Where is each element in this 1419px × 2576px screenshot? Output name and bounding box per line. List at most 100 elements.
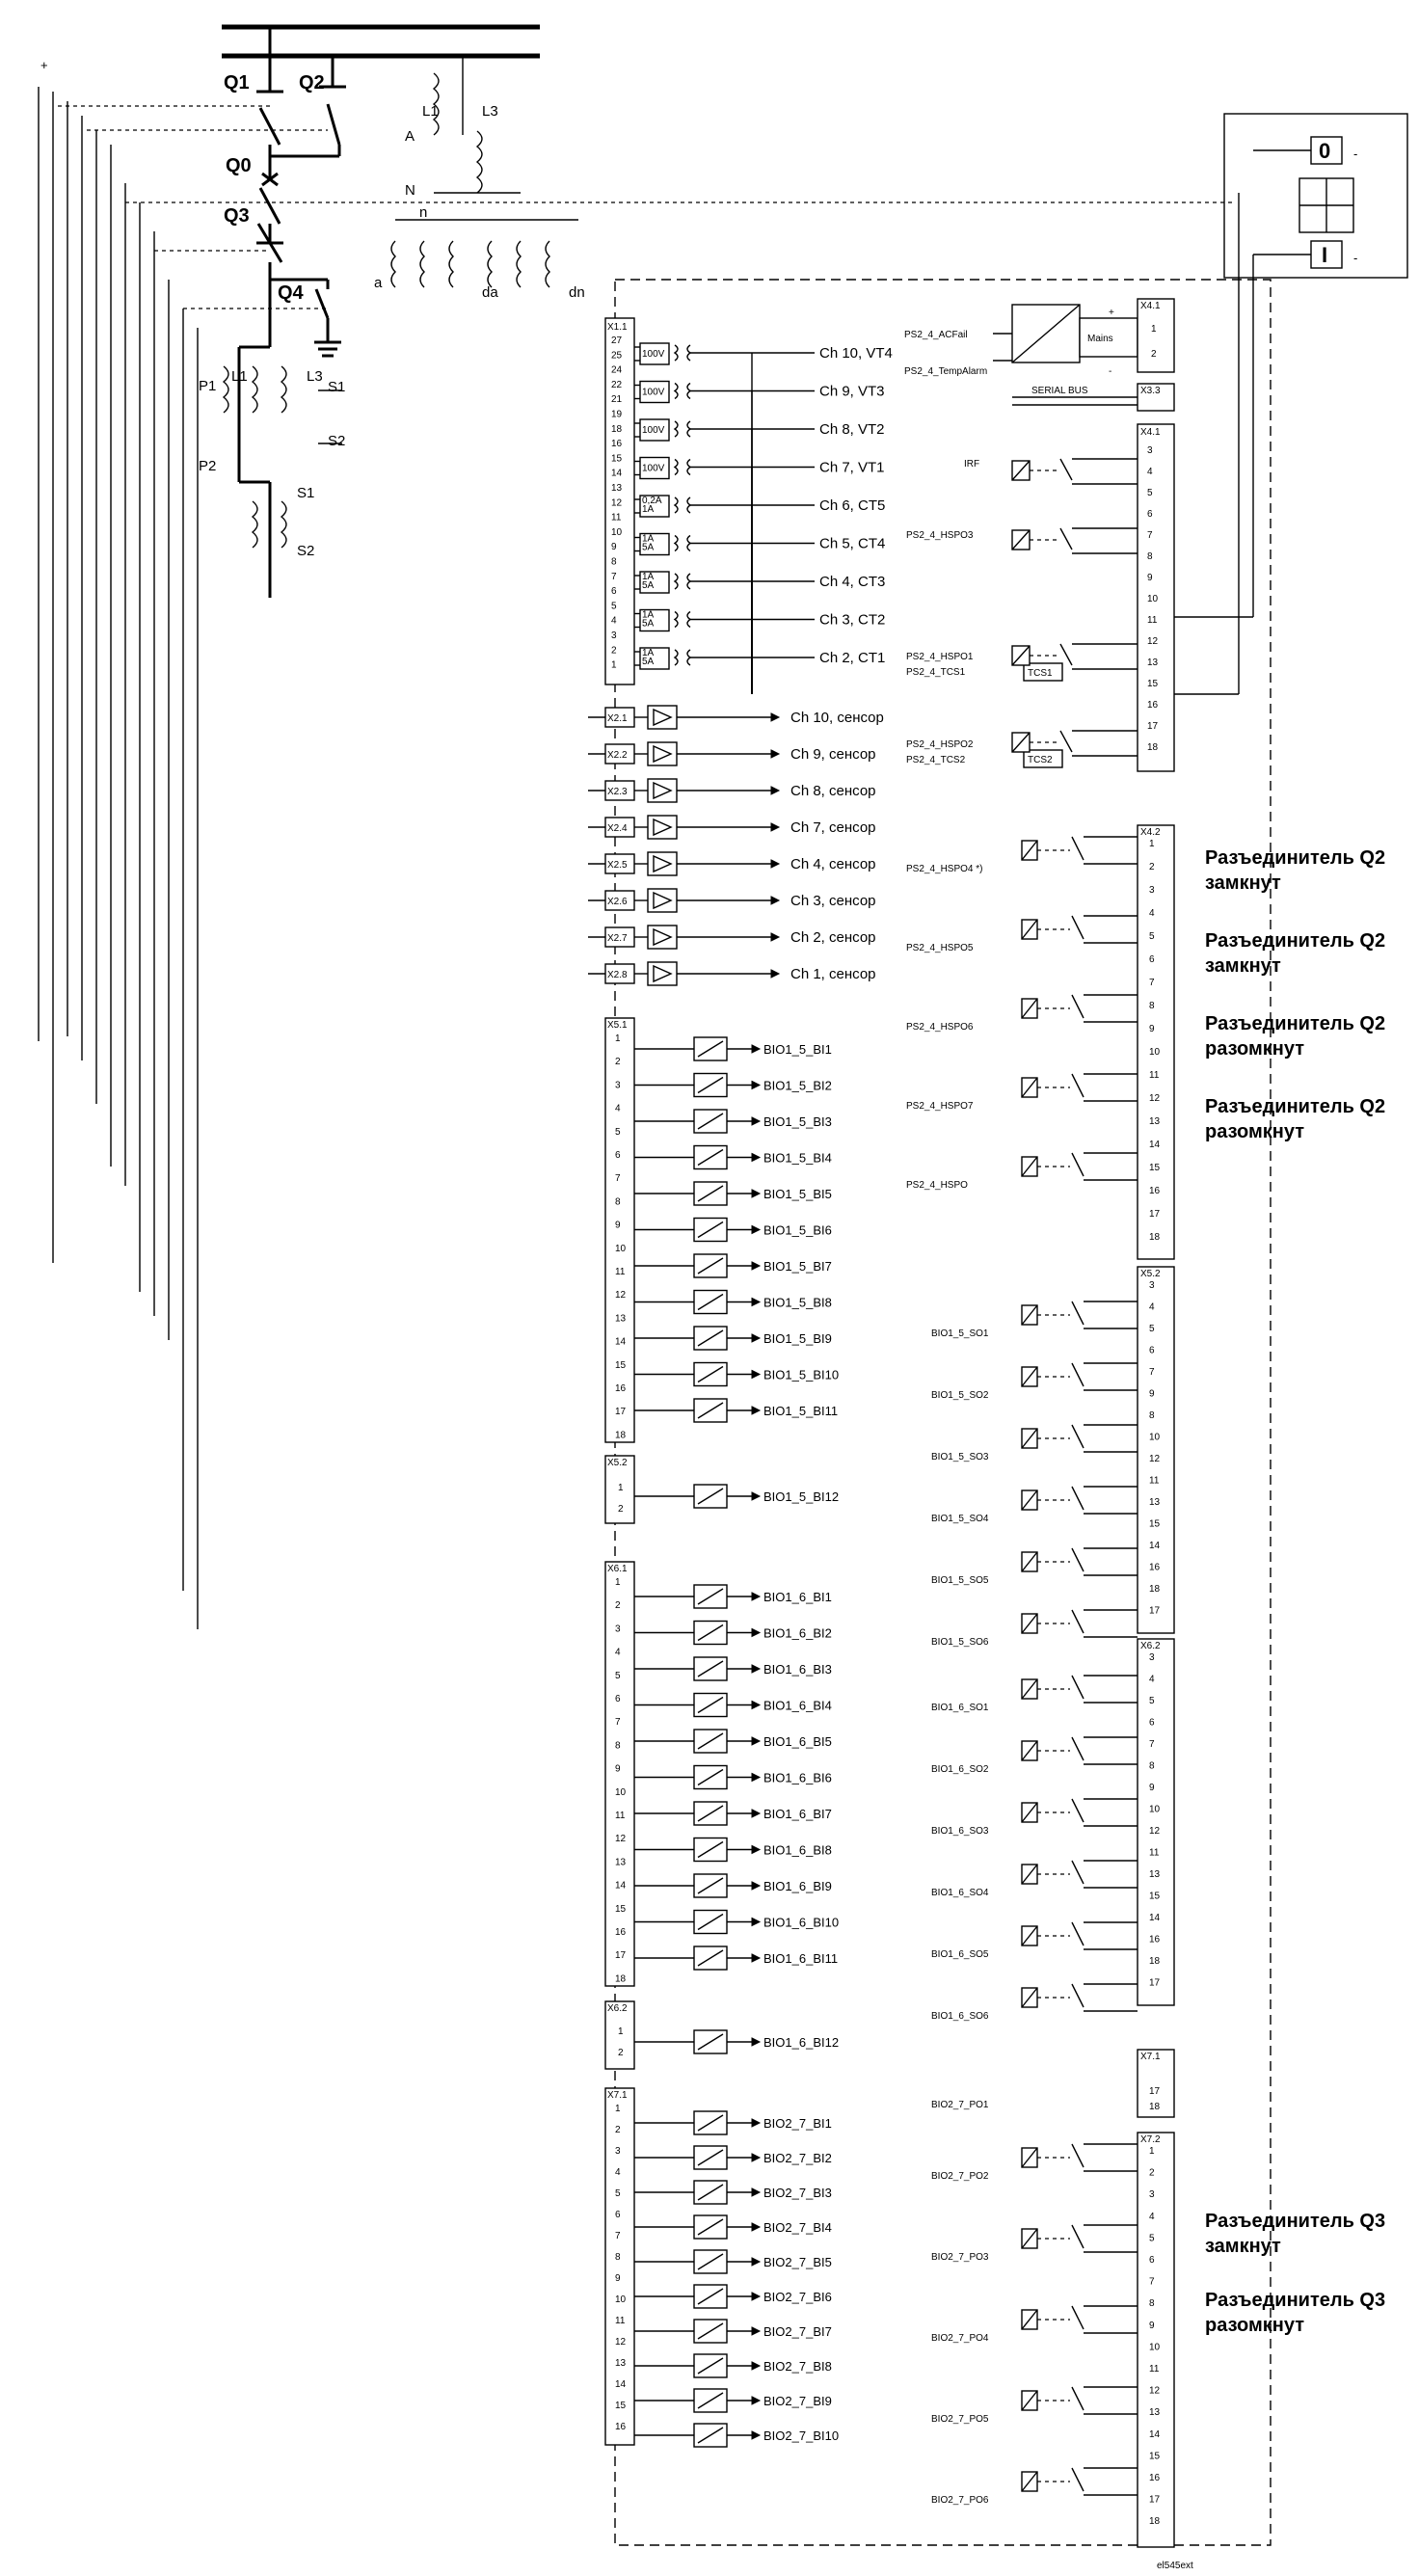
binary-input-label: BIO1_5_BI5 (763, 1187, 832, 1201)
terminal-pin-6: 6 (1149, 954, 1155, 965)
binary-input-label: BIO1_6_BI4 (763, 1699, 832, 1713)
ct-s1-bot: S1 (297, 485, 314, 501)
rating-label: 1A (642, 648, 655, 658)
tempalarm-label: PS2_4_TempAlarm (904, 366, 987, 377)
terminal-pin-2: 2 (615, 1600, 621, 1611)
hspo3-label: PS2_4_HSPO3 (906, 530, 974, 541)
terminal-pin-8: 8 (1149, 1410, 1155, 1421)
terminal-pin-15: 15 (1149, 1163, 1161, 1173)
terminal-pin-12: 12 (1149, 2386, 1161, 2397)
terminal-pin-5: 5 (615, 1127, 621, 1138)
terminal-pin-9: 9 (1149, 2321, 1155, 2331)
terminal-pin-5: 5 (1149, 1696, 1155, 1706)
relay-output-label: BIO1_6_SO2 (931, 1764, 989, 1775)
terminal-pin-18: 18 (1149, 1956, 1161, 1967)
terminal-pin-3: 3 (1147, 445, 1153, 456)
binary-input-label: BIO1_5_BI6 (763, 1223, 832, 1238)
sensor-label: Ch 10, сенсор (790, 710, 884, 726)
x71b-output: BIO2_7_PO1 (931, 2100, 989, 2110)
optocoupler-box (693, 1620, 728, 1646)
binary-input-label: BIO1_6_BI12 (763, 2035, 839, 2050)
terminal-pin-9: 9 (1149, 1389, 1155, 1400)
binary-input-label: BIO1_5_BI10 (763, 1368, 839, 1382)
sensor-connector-label: X2.2 (607, 750, 628, 761)
optocoupler-box (693, 1484, 728, 1509)
terminal-pin-6: 6 (611, 586, 617, 597)
control-switch: 0 I - - (1174, 113, 1408, 695)
terminal-pin-22: 22 (611, 380, 623, 390)
terminal-pin-18: 18 (1149, 2516, 1161, 2527)
supply-rails: + (38, 58, 1234, 1629)
terminal-pin-15: 15 (615, 2401, 627, 2411)
figure-code: el545ext (1157, 2561, 1193, 2571)
terminal-pin-13: 13 (1149, 1116, 1161, 1127)
binary-input-label: BIO1_5_BI8 (763, 1296, 832, 1310)
terminal-pin-13: 13 (615, 1313, 627, 1324)
line-vt: n a da dn (374, 204, 585, 301)
terminal-pin-4: 4 (615, 1104, 621, 1114)
terminal-pin-4: 4 (1147, 467, 1153, 477)
terminal-pin-10: 10 (1147, 594, 1159, 604)
binary-input-label: BIO1_6_BI5 (763, 1734, 832, 1749)
binary-input-label: BIO2_7_BI8 (763, 2359, 832, 2374)
sensor-label: Ch 8, сенсор (790, 783, 876, 799)
disconnector-note: разомкнут (1205, 1121, 1304, 1142)
acfail-label: PS2_4_ACFail (904, 330, 968, 340)
terminal-pin-8: 8 (615, 1196, 621, 1207)
terminal-pin-13: 13 (615, 2358, 627, 2369)
terminal-pin-8: 8 (1149, 1001, 1155, 1011)
terminal-pin-14: 14 (611, 469, 623, 479)
terminal-pin-3: 3 (1149, 885, 1155, 896)
x52b-title: X5.2 (1140, 1269, 1161, 1279)
binary-input-label: BIO1_6_BI11 (763, 1951, 838, 1966)
relay-output-label: BIO1_6_SO3 (931, 1826, 989, 1837)
terminal-pin-10: 10 (1149, 1047, 1161, 1058)
relay-output-label: PS2_4_HSPO7 (906, 1101, 974, 1112)
terminal-pin-16: 16 (615, 1927, 627, 1938)
binary-input-label: BIO1_6_BI3 (763, 1662, 832, 1677)
binary-input-label: BIO1_6_BI2 (763, 1626, 832, 1641)
binary-input-label: BIO2_7_BI4 (763, 2220, 832, 2235)
terminal-pin-1: 1 (1149, 839, 1155, 849)
ct-p1: P1 (199, 378, 216, 394)
terminal-pin-15: 15 (615, 1360, 627, 1371)
terminal-pin-1: 1 (611, 660, 617, 671)
terminal-pin-13: 13 (611, 483, 623, 494)
x41-pin1: 1 (1151, 324, 1157, 335)
rating-box (639, 647, 670, 670)
terminal-pin-7: 7 (1147, 530, 1153, 541)
x41-title: X4.1 (1140, 301, 1161, 311)
rating-label: 1A (642, 610, 655, 621)
channel-label: Ch 9, VT3 (819, 384, 885, 400)
terminal-pin-6: 6 (1149, 2255, 1155, 2266)
terminal-pin-7: 7 (1149, 1367, 1155, 1378)
sensor-connector-label: X2.6 (607, 897, 628, 907)
q0-label: Q0 (226, 155, 252, 176)
terminal-pin-2: 2 (615, 2125, 621, 2135)
hspo1-label: PS2_4_HSPO1 (906, 652, 974, 662)
irf-label: IRF (964, 459, 979, 470)
x61-title: X6.1 (607, 1564, 628, 1574)
terminal-pin-5: 5 (1149, 931, 1155, 942)
terminal-pin-6: 6 (615, 1694, 621, 1704)
terminal-pin-5: 5 (1147, 488, 1153, 498)
terminal-pin-11: 11 (1149, 1848, 1160, 1859)
terminal-pin-3: 3 (1149, 1280, 1155, 1291)
terminal-pin-18: 18 (611, 424, 623, 435)
binary-input-label: BIO2_7_BI1 (763, 2116, 832, 2131)
rating-box (639, 608, 670, 632)
sensor-label: Ch 9, сенсор (790, 746, 876, 763)
ct-s1-top: S1 (328, 379, 345, 395)
binary-input-label: BIO1_5_BI9 (763, 1331, 832, 1346)
rating-box (639, 456, 670, 480)
terminal-pin-14: 14 (1149, 2429, 1161, 2440)
terminal-pin-14: 14 (615, 2379, 627, 2390)
relay-output-label: PS2_4_HSPO4 *) (906, 864, 983, 874)
terminal-pin-12: 12 (615, 1290, 627, 1301)
rating-box (639, 532, 670, 556)
terminal-pin-9: 9 (1149, 1024, 1155, 1034)
x42-title: X4.2 (1140, 827, 1161, 838)
